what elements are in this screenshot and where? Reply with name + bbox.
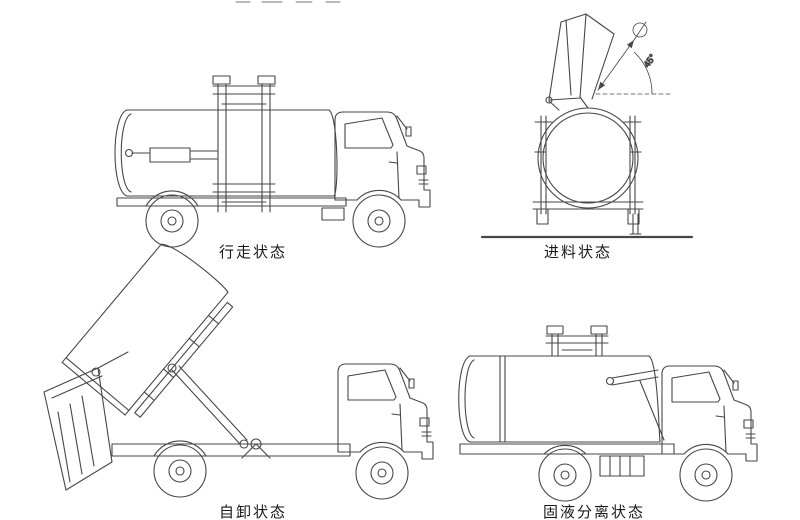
rear-wheel bbox=[538, 448, 592, 502]
figure-feed-state: 45° bbox=[480, 13, 694, 239]
separate-state-label: 固液分离状态 bbox=[543, 504, 645, 520]
front-wheel bbox=[679, 448, 733, 502]
tilted-tank bbox=[61, 243, 234, 418]
folded-lift-mast bbox=[545, 325, 609, 357]
discharge-chute bbox=[43, 351, 129, 491]
figure-dump-state bbox=[43, 243, 434, 500]
truck-cab bbox=[337, 363, 434, 460]
dump-state-label: 自卸状态 bbox=[219, 504, 287, 520]
rear-wheel bbox=[145, 194, 199, 248]
hydraulic-arm bbox=[124, 147, 219, 163]
figure-separate-state bbox=[458, 325, 758, 502]
front-wheel bbox=[355, 446, 409, 500]
tank-side-view bbox=[458, 355, 661, 443]
front-wheel bbox=[352, 194, 406, 248]
hydraulic-cylinder bbox=[167, 363, 271, 459]
chassis-frame bbox=[459, 443, 675, 477]
feed-state-label: 进料状态 bbox=[544, 244, 612, 261]
lid-angle-label: 45° bbox=[642, 52, 658, 69]
figure-travel-state bbox=[114, 75, 431, 248]
chassis-frame bbox=[116, 190, 347, 221]
travel-state-label: 行走状态 bbox=[219, 244, 287, 261]
mount-frame bbox=[532, 115, 644, 235]
chassis-frame bbox=[111, 440, 351, 457]
truck-cab bbox=[661, 365, 758, 462]
lift-mast bbox=[212, 75, 276, 213]
tipping-linkage bbox=[605, 369, 665, 441]
tank-rear-view bbox=[537, 96, 639, 209]
rear-wheel bbox=[153, 444, 207, 498]
dimension-annotation: 45° bbox=[595, 21, 671, 95]
open-lid bbox=[545, 13, 615, 104]
truck-cab bbox=[334, 111, 431, 208]
